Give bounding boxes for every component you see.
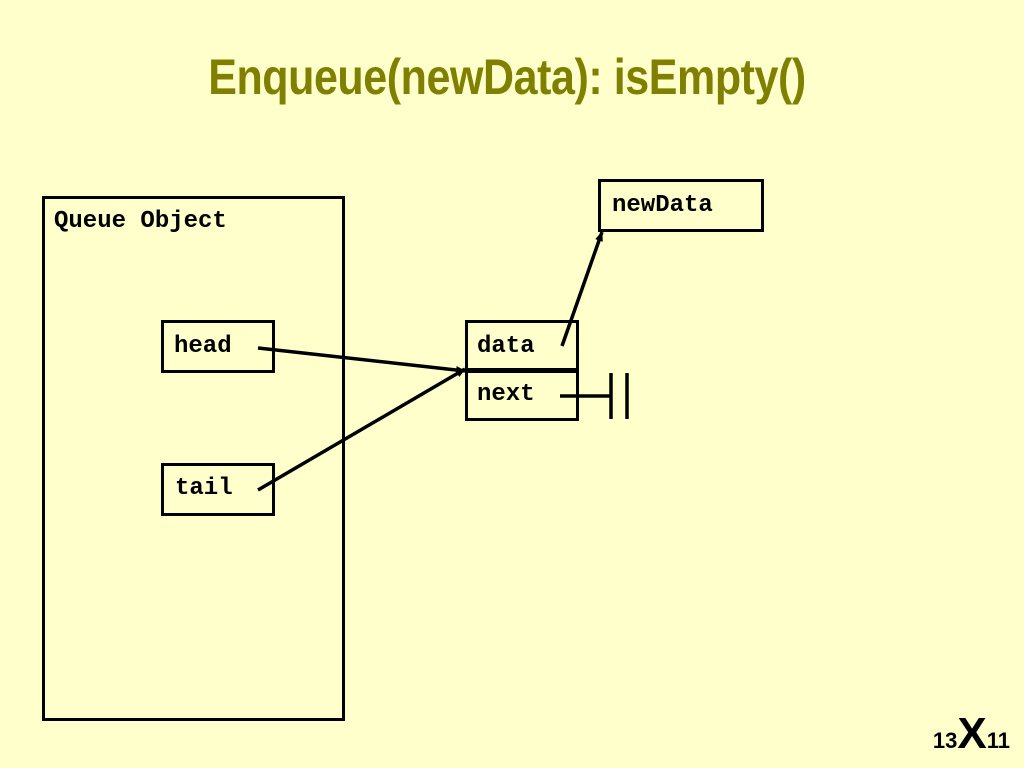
node-data-label: data — [477, 333, 535, 360]
node-next-label: next — [477, 381, 535, 408]
brand-right-number: 11 — [986, 728, 1010, 753]
brand-logo: 13X11 — [933, 712, 1010, 756]
brand-left-number: 13 — [932, 728, 958, 753]
tail-label: tail — [175, 475, 233, 502]
queue-object-label: Queue Object — [54, 208, 227, 235]
brand-letter: X — [957, 709, 987, 758]
head-label: head — [174, 333, 232, 360]
new-data-box — [598, 179, 764, 232]
new-data-label: newData — [612, 192, 713, 219]
queue-object-box — [42, 196, 345, 721]
slide-title: Enqueue(newData): isEmpty() — [208, 49, 806, 105]
